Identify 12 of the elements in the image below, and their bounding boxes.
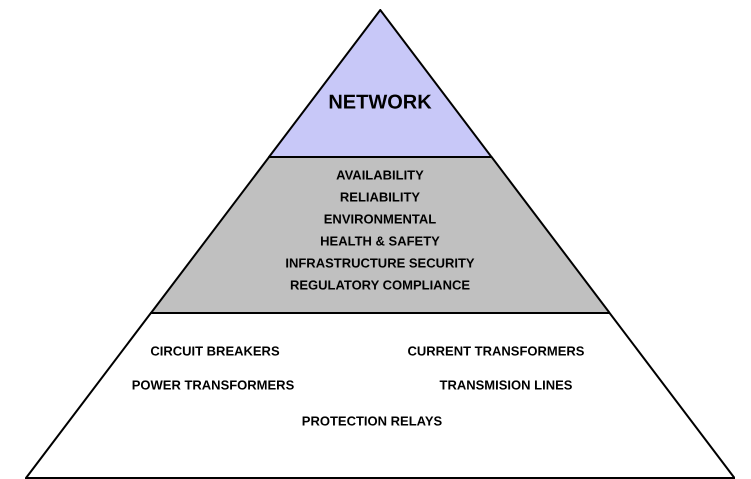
asset-label: CIRCUIT BREAKERS — [150, 344, 280, 358]
asset-label: CURRENT TRANSFORMERS — [408, 344, 584, 358]
criterion-label: INFRASTRUCTURE SECURITY — [285, 256, 475, 270]
asset-label: TRANSMISION LINES — [440, 378, 572, 392]
criterion-label: HEALTH & SAFETY — [320, 234, 440, 248]
apex-label: NETWORK — [328, 92, 432, 114]
criterion-label: RELIABILITY — [340, 190, 420, 204]
asset-label: POWER TRANSFORMERS — [132, 378, 294, 392]
criterion-label: REGULATORY COMPLIANCE — [290, 278, 470, 292]
criterion-label: AVAILABILITY — [336, 168, 424, 182]
criterion-label: ENVIRONMENTAL — [324, 212, 436, 226]
asset-label: PROTECTION RELAYS — [302, 414, 442, 428]
